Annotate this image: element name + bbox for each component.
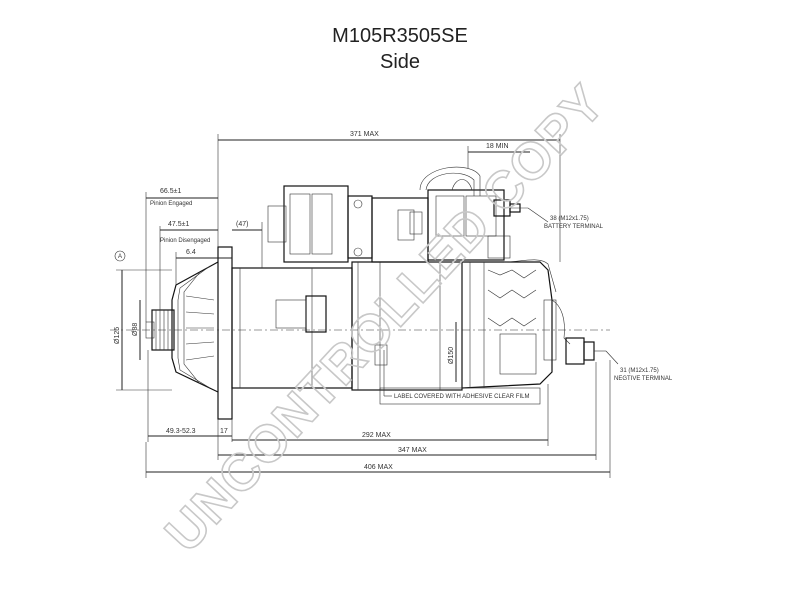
dim-347: 347 MAX <box>398 447 427 454</box>
part-number-title: M105R3505SE <box>332 25 468 47</box>
solenoid <box>283 185 349 263</box>
dim-flange-to-pinion: 49.3-52.3 <box>166 428 196 435</box>
battery-terminal-label: BATTERY TERMINAL <box>544 224 604 230</box>
label-note: LABEL COVERED WITH ADHESIVE CLEAR FILM <box>394 394 529 400</box>
uncontrolled-copy-watermark: UNCONTROLLED COPY <box>154 74 616 563</box>
commutator-end <box>461 261 553 389</box>
dim-pinion-depth: 6.4 <box>186 249 196 256</box>
datum-marker: A <box>114 250 126 262</box>
negative-terminal-label: NEGTIVE TERMINAL <box>614 376 673 382</box>
dim-engaged: 66.5±1 <box>160 188 181 195</box>
negative-terminal-spec: 31 (M12x1.75) <box>620 368 659 374</box>
drive-housing <box>171 261 219 393</box>
dim-flange-ref: (47) <box>236 221 248 228</box>
datum-label: A <box>118 254 122 260</box>
dim-body-len: 292 MAX <box>362 432 391 439</box>
view-title: Side <box>380 51 420 73</box>
label-pinion-disengaged: Pinion Disengaged <box>160 238 210 244</box>
negative-terminal <box>565 337 606 365</box>
dim-pinion-dia: Ø88 <box>132 323 139 336</box>
dim-flange-thk: 17 <box>220 428 228 435</box>
dimension-lines <box>110 134 619 478</box>
dim-min-clearance: 18 MIN <box>486 143 509 150</box>
dim-overall-bottom: 406 MAX <box>364 464 393 471</box>
mounting-flange <box>217 246 233 420</box>
dim-overall-top: 371 MAX <box>350 131 379 138</box>
battery-terminal-spec: 38 (M12x1.75) <box>550 216 589 222</box>
relay-block <box>427 189 505 261</box>
motor-outline <box>145 166 606 420</box>
dim-disengaged: 47.5±1 <box>168 221 189 228</box>
dim-mount-dia: Ø125 <box>114 327 121 344</box>
battery-terminal <box>493 199 528 217</box>
label-pinion-engaged: Pinion Engaged <box>150 201 192 207</box>
dim-housing-dia: Ø150 <box>448 347 455 364</box>
